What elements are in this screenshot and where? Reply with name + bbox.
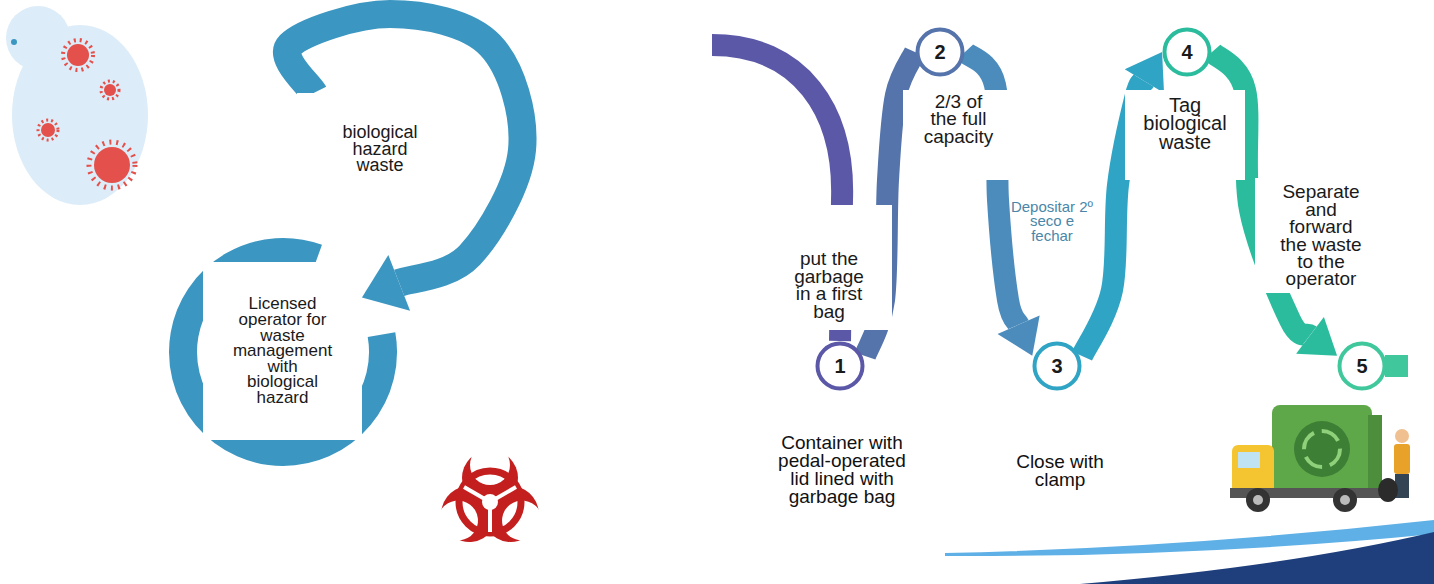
hub [1253,495,1263,505]
wheel [1246,488,1270,512]
step-caption: Close with clamp [1005,453,1115,489]
lobe-hole [470,445,510,485]
step-number-text: 5 [1356,357,1367,375]
truck-cab [1232,445,1274,493]
truck-body [1272,405,1372,493]
step-circle [1165,30,1210,75]
virus [104,84,116,96]
lobe-fill [431,476,507,552]
flow-connector [287,14,522,283]
garbage-bag [1378,478,1398,502]
step-circle [1340,344,1385,389]
box-text: biological hazard waste [330,124,430,174]
step-circle [918,30,963,75]
step-note: Depositar 2º seco e fechar [1010,200,1094,243]
cycle-ribbon [1385,355,1408,377]
recycle-arrows [1304,431,1340,467]
step-number-text: 2 [934,43,945,61]
text-box: Licensed operator for waste management w… [203,262,362,440]
truck-emblem [1294,421,1350,477]
truck-rear [1368,415,1382,490]
worker-head [1395,429,1409,443]
virus [67,44,89,66]
virus-spikes [101,81,119,99]
text-box: 2/3 of the full capacity [903,90,1014,180]
virus-spikes [89,142,135,188]
step-circle [1035,344,1080,389]
step-number: 4 [1162,27,1212,77]
virus-illustration [6,6,148,205]
lobe-cut [470,445,510,485]
hub [1340,495,1350,505]
text-box: Tag biological waste [1125,90,1245,180]
step-number: 3 [1032,341,1082,391]
truck-window [1238,452,1260,468]
text-box: biological hazard waste [297,93,463,205]
wheel [1333,488,1357,512]
lobe [431,476,507,552]
worker-body [1394,444,1410,474]
swoosh [1080,532,1434,584]
blob [6,6,70,70]
step-number: 1 [815,341,865,391]
step-number-text: 1 [834,357,845,375]
step-circle [818,344,863,389]
box-text: Tag biological waste [1135,96,1235,151]
box-text: Separate and forward the waste to the op… [1277,183,1365,288]
box-text: put the garbage in a first bag [787,250,872,320]
virus-spikes [63,40,93,70]
biohazard-center [482,494,498,510]
dot [11,39,17,45]
box-text: Licensed operator for waste management w… [231,296,335,405]
step-caption: Container with pedal-operated lid lined … [772,434,912,506]
step-number-text: 4 [1181,43,1192,61]
biohazard-ring [459,471,521,533]
step-number-text: 3 [1051,357,1062,375]
step-number: 2 [915,27,965,77]
step-number: 5 [1337,341,1387,391]
biohazard-symbol [431,445,550,552]
virus-spikes [38,120,58,140]
box-text: 2/3 of the full capacity [922,93,996,145]
virus [94,147,130,183]
text-box: Separate and forward the waste to the op… [1255,178,1387,293]
cycle-ring [183,252,383,452]
virus [41,123,55,137]
garbage-truck [1230,405,1410,512]
text-box: put the garbage in a first bag [766,205,892,330]
